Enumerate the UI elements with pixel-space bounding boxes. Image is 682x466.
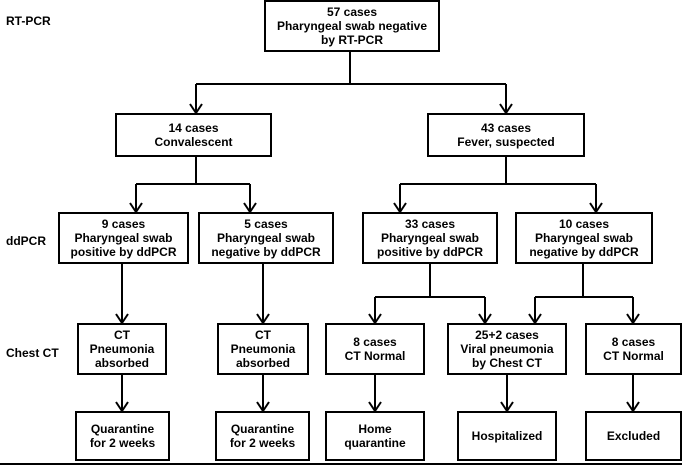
- node-fever-ddpcr-negative: 10 cases Pharyngeal swab negative by ddP…: [515, 212, 653, 264]
- node-conv-ddpcr-positive: 9 cases Pharyngeal swab positive by ddPC…: [58, 212, 189, 264]
- row-label-chest-ct: Chest CT: [6, 346, 59, 360]
- node-outcome-hospitalized: Hospitalized: [457, 411, 557, 461]
- bottom-rule: [0, 463, 682, 465]
- node-ct-absorbed-1: CT Pneumonia absorbed: [77, 323, 167, 375]
- node-outcome-home-quarantine: Home quarantine: [325, 411, 425, 461]
- node-convalescent: 14 cases Convalescent: [115, 113, 272, 157]
- row-label-ddpcr: ddPCR: [6, 234, 46, 248]
- node-ct-normal-2: 8 cases CT Normal: [585, 323, 682, 375]
- node-ct-viral-pneumonia: 25+2 cases Viral pneumonia by Chest CT: [447, 323, 567, 375]
- node-ct-normal-1: 8 cases CT Normal: [325, 323, 425, 375]
- node-fever-suspected: 43 cases Fever, suspected: [427, 113, 585, 157]
- node-ct-absorbed-2: CT Pneumonia absorbed: [217, 323, 309, 375]
- node-conv-ddpcr-negative: 5 cases Pharyngeal swab negative by ddPC…: [198, 212, 334, 264]
- node-root: 57 cases Pharyngeal swab negative by RT-…: [264, 0, 440, 52]
- node-outcome-quarantine-1: Quarantine for 2 weeks: [75, 411, 170, 461]
- node-outcome-quarantine-2: Quarantine for 2 weeks: [215, 411, 310, 461]
- node-outcome-excluded: Excluded: [585, 411, 682, 461]
- node-fever-ddpcr-positive: 33 cases Pharyngeal swab positive by ddP…: [362, 212, 498, 264]
- row-label-rtpcr: RT-PCR: [6, 14, 51, 28]
